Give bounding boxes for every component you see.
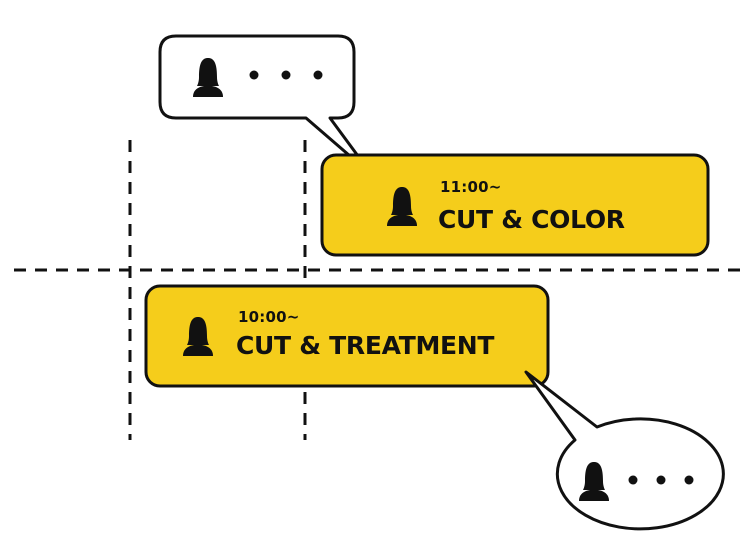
appointment-service: CUT & COLOR bbox=[438, 205, 625, 234]
appointment-card-2[interactable] bbox=[144, 284, 550, 388]
ellipsis-dots bbox=[628, 475, 694, 485]
ellipsis-dots bbox=[249, 70, 323, 80]
speech-bubble-top bbox=[158, 34, 374, 177]
appointment-time: 11:00~ bbox=[440, 178, 502, 196]
appointment-service: CUT & TREATMENT bbox=[236, 331, 495, 360]
appointment-card-1[interactable] bbox=[320, 153, 710, 257]
speech-bubble-bottom bbox=[524, 370, 725, 531]
appointment-time: 10:00~ bbox=[238, 308, 300, 326]
